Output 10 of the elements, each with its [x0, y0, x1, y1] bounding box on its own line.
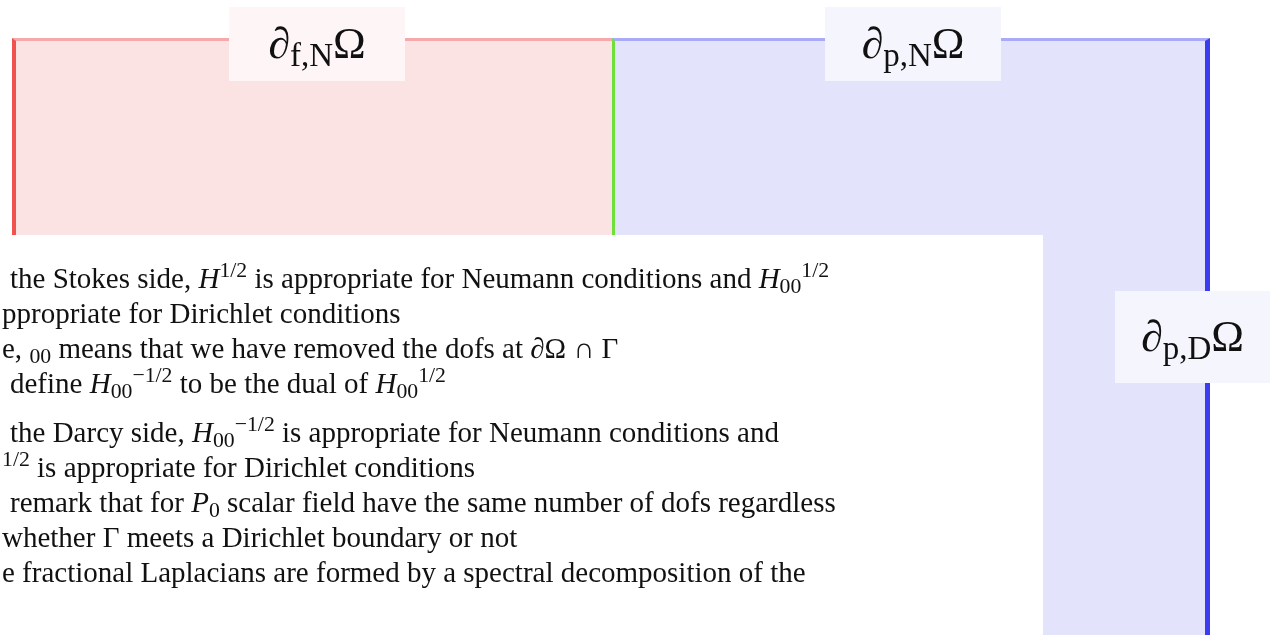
note-text: ppropriate for Dirichlet conditions [1, 296, 401, 331]
note-text: e, $_{00}$ means that we have removed the dofs at ∂Ω ∩ Γ [1, 331, 619, 366]
note-text: the Darcy side, H$_{00}$$^{−1/2}$ is appropriate for Neumann conditions and [10, 415, 779, 450]
note-text: e fractional Laplacians are formed by a spectral decomposition of the [1, 555, 806, 590]
boundary-label: ∂$_{p,N}$Ω [825, 7, 1001, 81]
note-text: remark that for P$_{0}$ scalar field have the same number of dofs regardless [9, 485, 836, 520]
boundary-label: ∂$_{p,D}$Ω [1115, 291, 1270, 383]
boundary-label: ∂$_{f,N}$Ω [229, 7, 405, 81]
note-text: $^{1/2}$ is appropriate for Dirichlet conditions [1, 450, 476, 485]
note-text: whether Γ meets a Dirichlet boundary or not [1, 520, 518, 555]
